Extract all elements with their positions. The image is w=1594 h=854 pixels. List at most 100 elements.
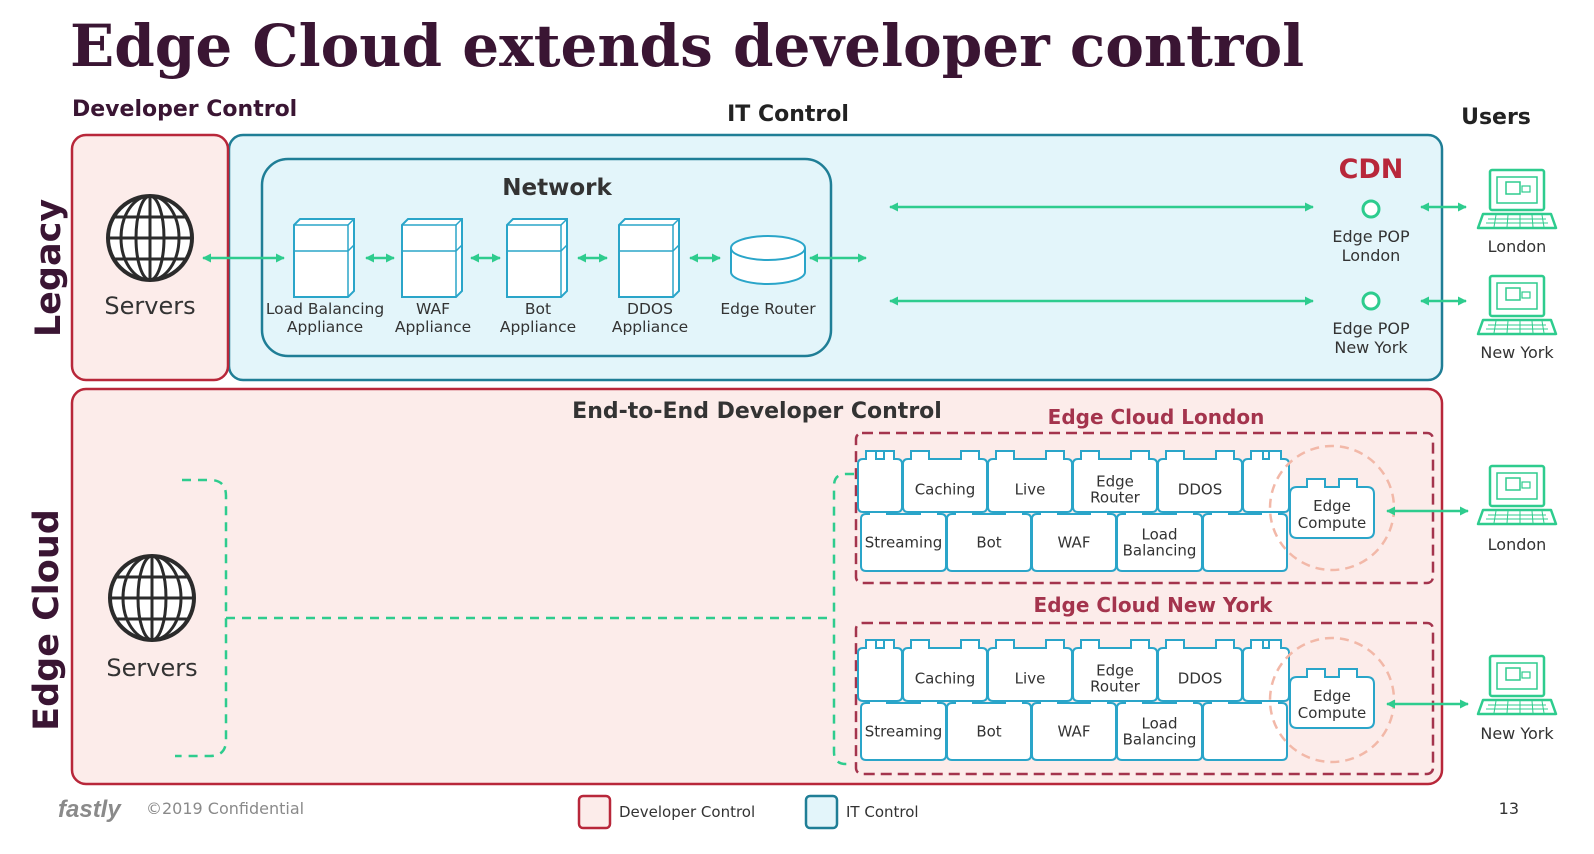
service-block [1031, 694, 1117, 761]
service-block-label: Load [1142, 526, 1178, 544]
service-block-label: DDOS [1178, 481, 1222, 499]
service-block [902, 450, 988, 513]
service-block [902, 639, 988, 702]
edge-compute-label: Edge [1313, 687, 1351, 705]
legacy-arrows [202, 202, 1467, 306]
service-block [987, 639, 1073, 702]
service-block-label: Router [1090, 678, 1141, 696]
row-label-edge-cloud: Edge Cloud [27, 509, 67, 731]
legend-label-it: IT Control [846, 803, 919, 821]
appliance-label: Appliance [500, 318, 576, 336]
edge-cloud-london-box [854, 431, 1435, 585]
edge-router-label: Edge Router [720, 300, 816, 318]
edge-compute-block [1289, 668, 1375, 729]
legend-swatch-it [804, 794, 839, 830]
service-block [987, 450, 1073, 513]
service-block-label: Caching [915, 481, 976, 499]
header-developer-control: Developer Control [72, 97, 297, 122]
appliance-label: Appliance [612, 318, 688, 336]
service-block-label: WAF [1058, 534, 1091, 552]
page-number: 13 [1499, 799, 1519, 818]
developer-control-dashed-links [175, 472, 854, 766]
legend-swatch-developer [577, 794, 612, 830]
service-block [1072, 639, 1158, 702]
appliance-label: Appliance [287, 318, 363, 336]
edge-cloud-newyork-title: Edge Cloud New York [1034, 593, 1274, 617]
edge-cloud-newyork-box [854, 621, 1435, 776]
appliance-label: Appliance [395, 318, 471, 336]
edge-pop-label: Edge POP [1332, 227, 1410, 246]
service-block [1202, 694, 1288, 761]
user-location-label: London [1488, 535, 1547, 554]
service-block [860, 505, 947, 572]
service-block [1116, 505, 1203, 572]
copyright: ©2019 Confidential [146, 799, 304, 818]
appliance-label: Load Balancing [266, 300, 384, 318]
pop-marker-icon [1361, 199, 1381, 219]
edge-compute-label: Edge [1313, 497, 1351, 515]
end-to-end-label: End-to-End Developer Control [572, 399, 942, 424]
service-block [1157, 450, 1243, 513]
service-block [857, 450, 903, 513]
legend-label-developer: Developer Control [619, 803, 755, 821]
service-block-label: Caching [915, 670, 976, 688]
service-block [1072, 450, 1158, 513]
laptop-icon [1476, 274, 1558, 336]
edge-pop-label: New York [1334, 338, 1408, 357]
edge-pop-label: London [1342, 246, 1401, 265]
service-block [946, 694, 1032, 761]
service-block-label: WAF [1058, 723, 1091, 741]
service-block-label: Load [1142, 715, 1178, 733]
service-block [1202, 505, 1288, 572]
service-block [1242, 450, 1290, 513]
appliance-label: DDOS [627, 300, 673, 318]
service-block-label: Edge [1096, 662, 1134, 680]
bot-appliance-icon [506, 218, 568, 298]
service-block [1116, 694, 1203, 761]
slide-title: Edge Cloud extends developer control [70, 12, 1304, 80]
network-title: Network [502, 175, 612, 201]
row-label-legacy: Legacy [29, 199, 69, 337]
service-block [1157, 639, 1243, 702]
service-block-label: Balancing [1123, 542, 1197, 560]
user-location-label: New York [1480, 724, 1554, 743]
edge-compute-label: Compute [1298, 514, 1366, 532]
pop-marker-icon [1361, 291, 1381, 311]
waf-appliance-icon [401, 218, 463, 298]
service-block-label: Live [1015, 481, 1046, 499]
user-location-label: London [1488, 237, 1547, 256]
servers-label-edge: Servers [106, 654, 197, 682]
service-block-label: Bot [976, 534, 1001, 552]
load-balancing-appliance-icon [293, 218, 355, 298]
globe-icon [108, 554, 196, 642]
edge-compute-block [1289, 478, 1375, 539]
service-block [946, 505, 1032, 572]
edge-user-arrows [1386, 506, 1469, 709]
service-block-label: Balancing [1123, 731, 1197, 749]
service-block [857, 639, 903, 702]
fastly-logo: fastly [58, 796, 122, 823]
service-block-label: Live [1015, 670, 1046, 688]
appliance-label: WAF [416, 300, 450, 318]
header-it-control: IT Control [727, 102, 849, 127]
user-location-label: New York [1480, 343, 1554, 362]
edge-router-icon [730, 235, 806, 285]
edge-compute-label: Compute [1298, 704, 1366, 722]
service-block [860, 694, 947, 761]
laptop-icon [1476, 168, 1558, 230]
service-block-label: Router [1090, 489, 1141, 507]
service-block-label: Edge [1096, 473, 1134, 491]
servers-label-legacy: Servers [104, 292, 195, 320]
laptop-icon [1476, 654, 1558, 716]
service-block-label: DDOS [1178, 670, 1222, 688]
cdn-title: CDN [1339, 154, 1404, 185]
service-block-label: Bot [976, 723, 1001, 741]
globe-icon [106, 194, 194, 282]
header-users: Users [1461, 105, 1531, 130]
service-block [1242, 639, 1290, 702]
ddos-appliance-icon [618, 218, 680, 298]
